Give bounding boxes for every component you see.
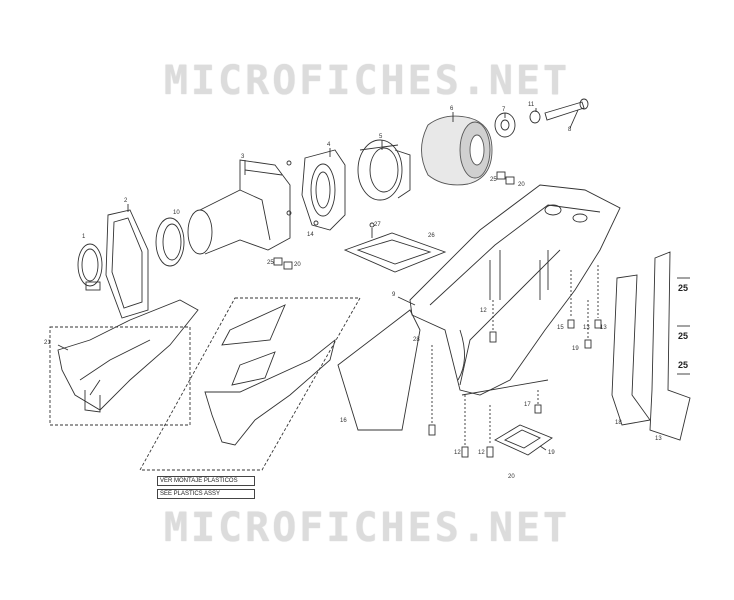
callout-25e: 25 [678,360,689,370]
watermark-bottom: MICROFICHES.NET [163,505,571,551]
callout-20c: 20 [508,474,515,480]
callout-7: 7 [502,107,506,113]
callout-28: 28 [413,337,420,343]
callout-17: 17 [524,402,531,408]
watermark-top: MICROFICHES.NET [163,58,571,104]
callout-16: 16 [340,418,347,424]
screws [369,222,690,458]
callout-13b: 13 [655,436,662,442]
part-side-panel [337,309,421,431]
callout-5: 5 [379,134,383,140]
part-gasket-plate [343,232,447,273]
callout-21: 21 [44,340,51,346]
callout-25d: 25 [678,331,689,341]
callout-12c: 12 [478,450,485,456]
callout-8: 8 [568,127,572,133]
part-hose-clamp [77,243,103,291]
part-cover-plate [494,424,553,456]
part-side-strip-13 [649,251,691,441]
callout-3: 3 [241,154,245,160]
callout-18: 18 [615,420,622,426]
callout-10: 10 [173,210,180,216]
part-intake-duct [187,159,291,255]
note-spanish: VER MONTAJE PLASTICOS [157,476,255,486]
callout-25c: 25 [678,283,689,293]
callout-12b: 12 [454,450,461,456]
callout-12a: 12 [480,308,487,314]
callout-6: 6 [450,106,454,112]
part-side-strip-10 [611,274,651,426]
callout-27: 27 [374,222,381,228]
part-filter-cage [357,139,411,201]
callout-19b: 19 [572,346,579,352]
part-ring [155,217,185,267]
plastics-assembly-left [49,299,199,426]
callout-26: 26 [428,233,435,239]
callout-25a: 25 [267,260,274,266]
part-air-filter [421,115,493,186]
note-english: SEE PLASTICS ASSY [157,489,255,499]
callout-14: 14 [307,232,314,238]
callout-9: 9 [392,292,396,298]
part-long-bolt [544,98,589,121]
callout-13c: 13 [583,325,590,331]
callout-1: 1 [82,234,86,240]
plastics-assembly-right [139,297,361,471]
callout-20b: 20 [518,182,525,188]
leader-lines [57,108,579,451]
part-airbox-housing [409,184,621,396]
callout-13a: 13 [600,325,607,331]
part-mounting-plate [301,149,346,231]
callout-4: 4 [327,142,331,148]
callout-15: 15 [557,325,564,331]
clips [273,160,515,270]
part-gasket-frame [105,209,149,319]
part-washer [529,110,541,124]
callout-25b: 25 [490,177,497,183]
callout-19: 19 [548,450,555,456]
callout-11: 11 [528,102,535,108]
callout-20a: 20 [294,262,301,268]
callout-2: 2 [124,198,128,204]
